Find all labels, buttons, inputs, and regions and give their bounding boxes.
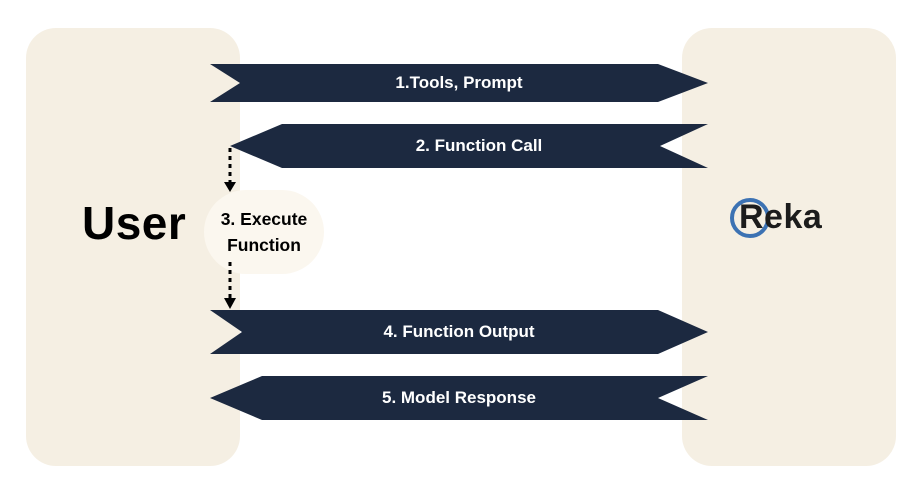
dotted-arrow-icon xyxy=(224,262,236,309)
arrow-label: 2. Function Call xyxy=(415,136,543,155)
arrow-function-call: 2. Function Call xyxy=(230,124,708,168)
arrow-right-shape xyxy=(210,310,708,354)
reka-logo-text: Reka xyxy=(739,198,823,236)
arrow-right-shape xyxy=(210,64,708,102)
arrow-tools-prompt: 1.Tools, Prompt xyxy=(210,64,708,102)
execute-line-2: Function xyxy=(227,235,301,255)
dotted-arrow-icon xyxy=(224,148,236,192)
arrow-label: 4. Function Output xyxy=(383,322,535,341)
arrow-left-shape xyxy=(230,124,708,168)
arrow-function-output: 4. Function Output xyxy=(210,310,708,354)
user-label: User xyxy=(82,197,187,249)
arrow-label: 1.Tools, Prompt xyxy=(395,73,523,92)
user-panel xyxy=(26,28,240,466)
reka-logo-ring-icon xyxy=(730,198,770,238)
arrow-label: 5. Model Response xyxy=(382,388,536,407)
reka-logo: Reka xyxy=(730,195,860,247)
reka-panel xyxy=(682,28,896,466)
execute-bubble xyxy=(204,190,324,274)
execute-function-label: 3. Execute Function xyxy=(204,206,324,258)
execute-line-1: 3. Execute xyxy=(220,209,308,229)
arrow-left-shape xyxy=(210,376,708,420)
arrow-model-response: 5. Model Response xyxy=(210,376,708,420)
